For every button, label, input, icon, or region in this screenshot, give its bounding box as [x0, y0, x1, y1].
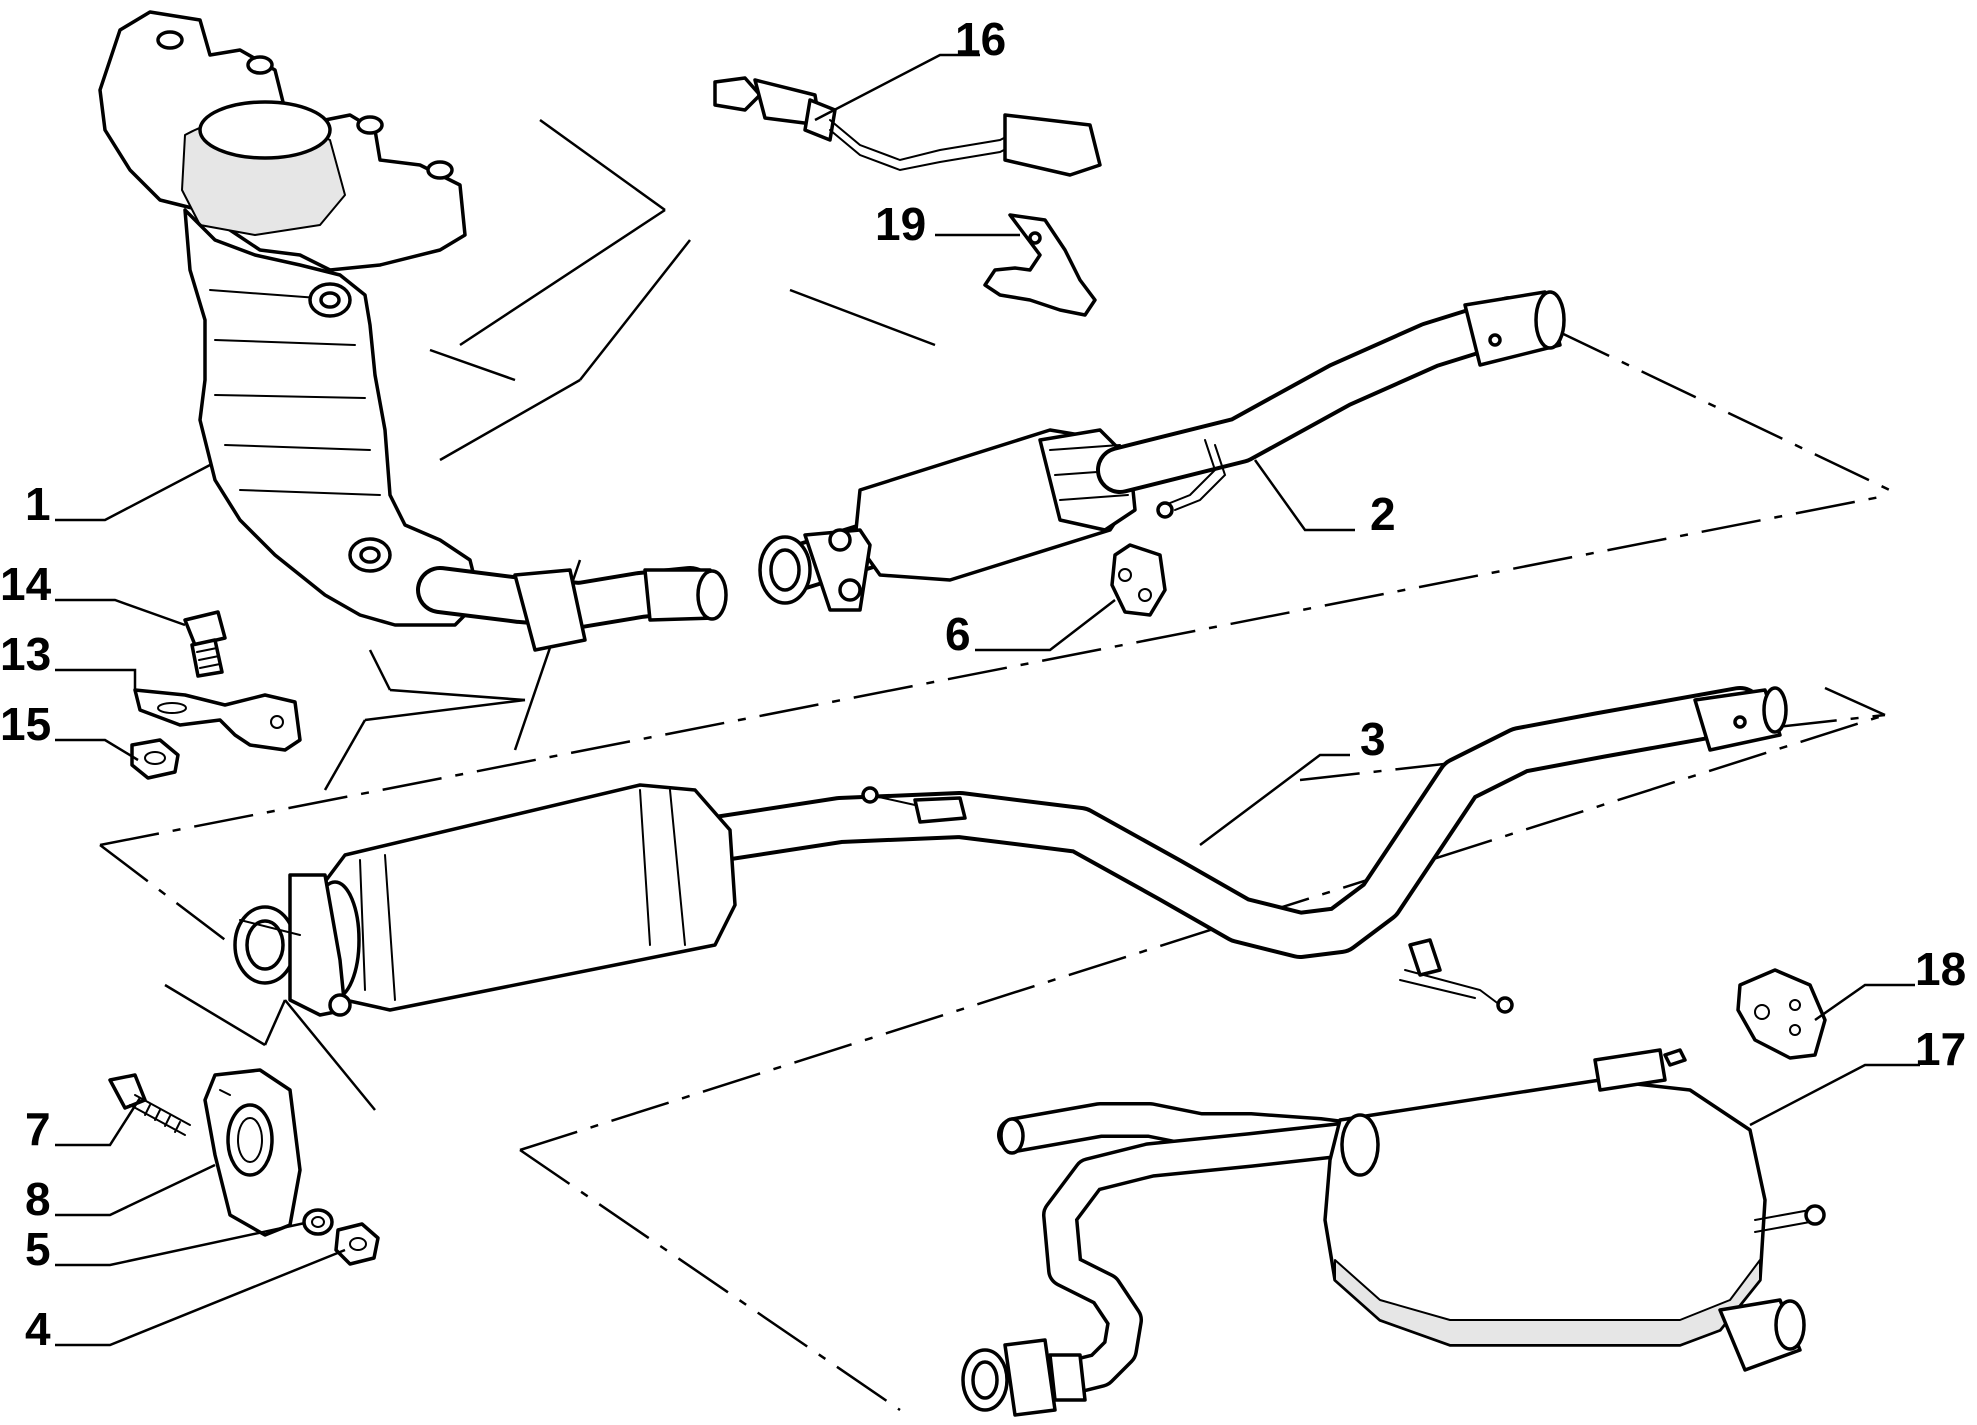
leader-lines: [55, 53, 1920, 1347]
exhaust-manifold-catalyst: [98, 10, 728, 652]
callout-4: 4: [25, 1303, 51, 1355]
callout-16: 16: [955, 13, 1006, 65]
callout-1: 1: [25, 478, 51, 530]
callout-labels: 1 2 3 4 5 6 7 8 13 14 15 16 17 18 19: [0, 13, 1966, 1355]
callout-3: 3: [1360, 713, 1386, 765]
rear-silencer: [961, 1048, 1826, 1417]
callout-5: 5: [25, 1223, 51, 1275]
callout-18: 18: [1915, 943, 1966, 995]
intermediate-pipe: [758, 290, 1566, 612]
central-silencer: [233, 686, 1788, 1017]
small-parts: [108, 543, 1827, 1266]
callout-19: 19: [875, 198, 926, 250]
callout-2: 2: [1370, 488, 1396, 540]
callout-13: 13: [0, 628, 51, 680]
callout-7: 7: [25, 1103, 51, 1155]
lambda-sensor: [713, 76, 1102, 177]
callout-17: 17: [1915, 1023, 1966, 1075]
sensor-bracket: [983, 213, 1097, 317]
callout-8: 8: [25, 1173, 51, 1225]
callout-6: 6: [945, 608, 971, 660]
callout-14: 14: [0, 558, 52, 610]
assembly-guide-lines: [99, 118, 1901, 1412]
callout-15: 15: [0, 698, 51, 750]
